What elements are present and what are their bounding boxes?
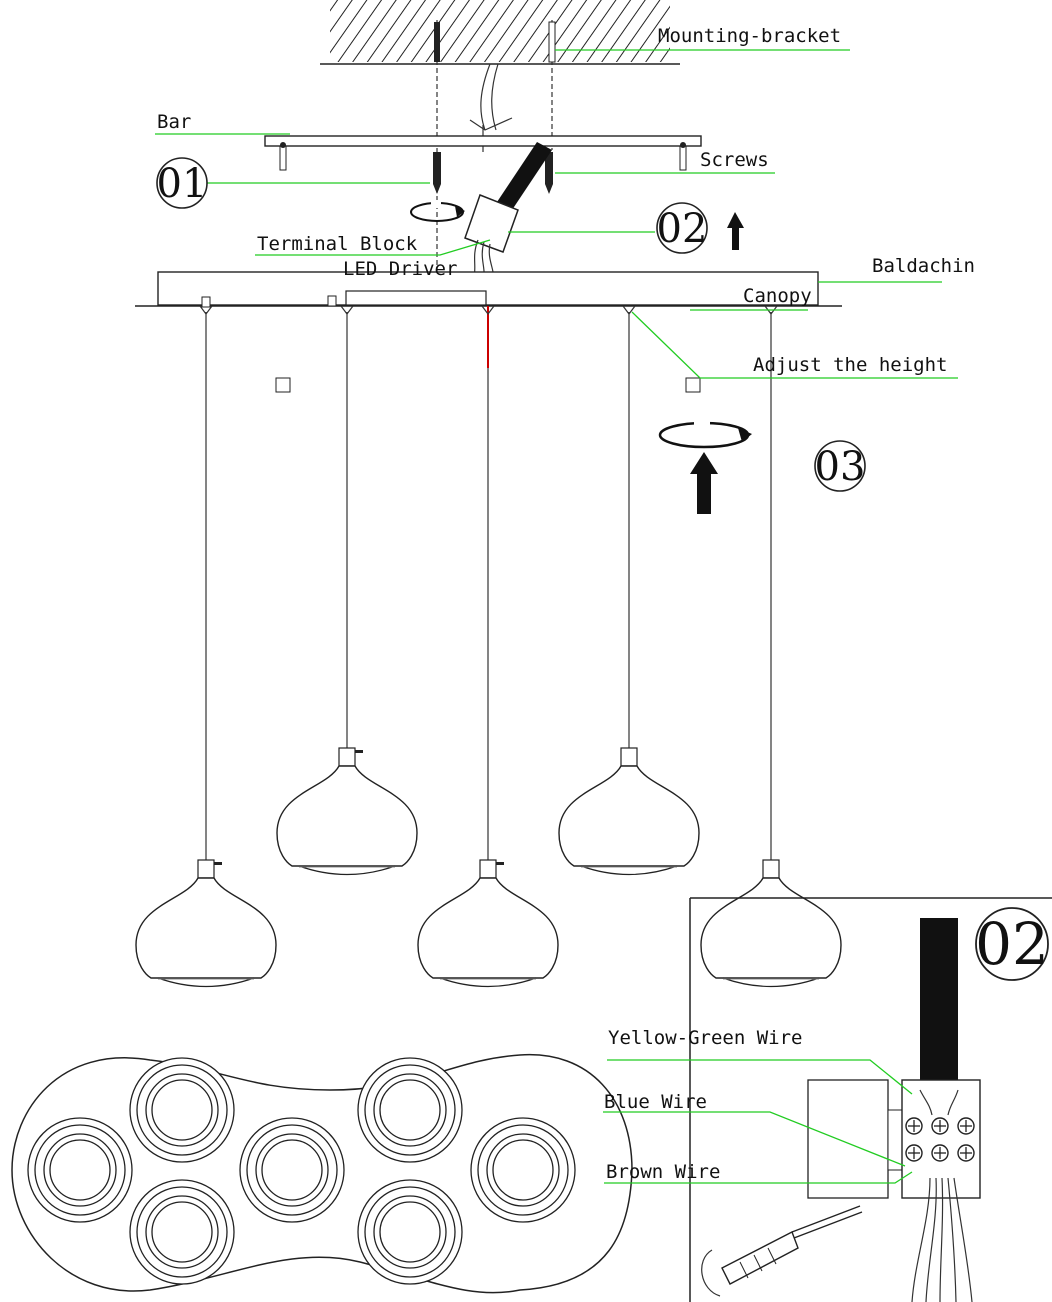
ceiling xyxy=(320,0,680,65)
step-01: 01 xyxy=(157,161,208,207)
leader-lines xyxy=(155,49,958,1184)
rotate-arrow-icon xyxy=(658,419,752,449)
label-terminal-block: Terminal Block xyxy=(257,233,418,255)
label-bar: Bar xyxy=(157,111,191,133)
step-02: 02 xyxy=(657,206,708,252)
label-canopy: Canopy xyxy=(743,285,812,307)
step-03: 03 xyxy=(815,444,866,490)
label-yellow-green-wire: Yellow-Green Wire xyxy=(608,1027,802,1049)
labels: Mounting-bracket Bar Screws Terminal Blo… xyxy=(157,25,975,1183)
pendant-shades xyxy=(135,747,842,988)
bar xyxy=(264,135,702,171)
screwdriver-icon xyxy=(701,1205,863,1297)
label-screws: Screws xyxy=(700,149,769,171)
canopy xyxy=(135,271,842,307)
marker-square xyxy=(685,377,701,393)
label-adjust-height: Adjust the height xyxy=(753,354,947,376)
label-mounting-bracket: Mounting-bracket xyxy=(658,25,841,47)
label-led-driver: LED Driver xyxy=(343,258,457,280)
wiring-detail-panel xyxy=(689,897,1052,1302)
up-arrow-icon xyxy=(690,452,718,514)
pendant-cords xyxy=(199,296,778,862)
label-brown-wire: Brown Wire xyxy=(606,1161,720,1183)
step-markers: 01 02 03 02 xyxy=(156,157,1049,981)
screw-icons xyxy=(433,152,553,194)
label-baldachin: Baldachin xyxy=(872,255,975,277)
label-blue-wire: Blue Wire xyxy=(604,1091,707,1113)
marker-square xyxy=(275,377,291,393)
rotate-arrow-icon xyxy=(410,200,465,222)
up-arrow-icon xyxy=(727,212,744,250)
canopy-plan-view xyxy=(11,1053,633,1294)
detail-step-02: 02 xyxy=(975,910,1049,978)
